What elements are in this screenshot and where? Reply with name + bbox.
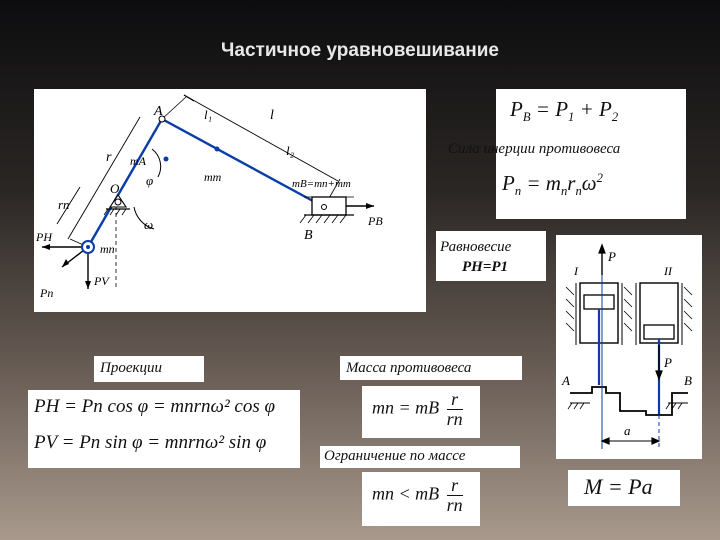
label-omega: ω <box>144 217 153 232</box>
label-ph: PH <box>35 230 53 244</box>
mass-caption: Масса противовеса <box>346 360 472 376</box>
engine-label-i: I <box>573 264 579 278</box>
label-phi: φ <box>146 173 153 188</box>
label-pv: PV <box>93 274 110 288</box>
piston-2 <box>643 324 675 340</box>
limit-caption: Ограничение по массе <box>324 448 466 464</box>
projections-box <box>28 390 300 468</box>
mass-caption-bg <box>340 356 522 380</box>
label-l: l <box>270 108 274 123</box>
label-l2: l₂ <box>286 143 295 158</box>
formula-pb-sum: PB = P1 + P2 <box>510 97 619 125</box>
formula-box-right: PB = P1 + P2 Сила инерции противовеса Pп… <box>432 89 686 312</box>
equilibrium-caption: Равновесие <box>440 239 512 255</box>
label-l1: l₁ <box>204 107 212 122</box>
formula-bg-top <box>496 89 686 219</box>
joint-a <box>158 115 166 123</box>
moment-bg <box>568 470 680 506</box>
label-a: A <box>153 104 163 119</box>
formula-ph: PH = Pп cos φ = mпrпω² cos φ <box>34 396 275 417</box>
engine-svg: I II P P A B a <box>561 243 693 449</box>
mechanism-svg: A l₁ l l₂ r rп mA mп mт mB=mп+mт B O ω φ… <box>35 94 383 300</box>
formula-pn: Pп = mпrпω2 <box>502 171 603 199</box>
label-mn: mп <box>100 242 115 256</box>
equilibrium-bg <box>436 231 546 281</box>
label-b: B <box>304 228 313 243</box>
piston-1 <box>583 294 615 310</box>
connecting-rod <box>161 117 325 209</box>
label-pb: PB <box>367 214 383 228</box>
projections-caption: Проекции <box>100 360 163 376</box>
label-rn: rп <box>58 197 70 212</box>
engine-diagram: I II P P A B a <box>556 235 702 459</box>
slider-block <box>311 196 347 216</box>
crank-link <box>86 118 164 248</box>
limit-caption-bg <box>320 446 520 468</box>
equilibrium-equation: PH=P1 <box>462 259 509 275</box>
engine-label-ii: II <box>663 264 673 278</box>
engine-label-a: A <box>561 373 570 388</box>
label-r: r <box>106 150 112 165</box>
label-mb-eq: mB=mп+mт <box>292 178 351 190</box>
mechanism-diagram: A l₁ l l₂ r rп mA mп mт mB=mп+mт B O ω φ… <box>34 89 426 312</box>
rod-center-mass <box>214 146 220 152</box>
engine-label-b: B <box>684 373 692 388</box>
engine-label-dim-a: a <box>624 423 631 438</box>
mass-eq-bg <box>362 386 480 438</box>
inertia-caption: Сила инерции противовеса <box>448 141 621 157</box>
label-pn: Pп <box>39 286 53 300</box>
formula-pv: PV = Pп sin φ = mпrпω² sin φ <box>34 432 267 453</box>
engine-label-p-top: P <box>607 249 616 264</box>
label-ma: mA <box>130 154 147 168</box>
formula-moment: M = Pa <box>584 474 653 499</box>
engine-label-p-mid: P <box>663 355 672 370</box>
projections-bg <box>94 356 204 382</box>
label-mt: mт <box>204 170 222 184</box>
slide-title: Частичное уравновешивание <box>221 40 499 61</box>
label-o: O <box>110 181 120 196</box>
pivot-o <box>114 198 122 206</box>
limit-eq-bg <box>362 472 480 526</box>
